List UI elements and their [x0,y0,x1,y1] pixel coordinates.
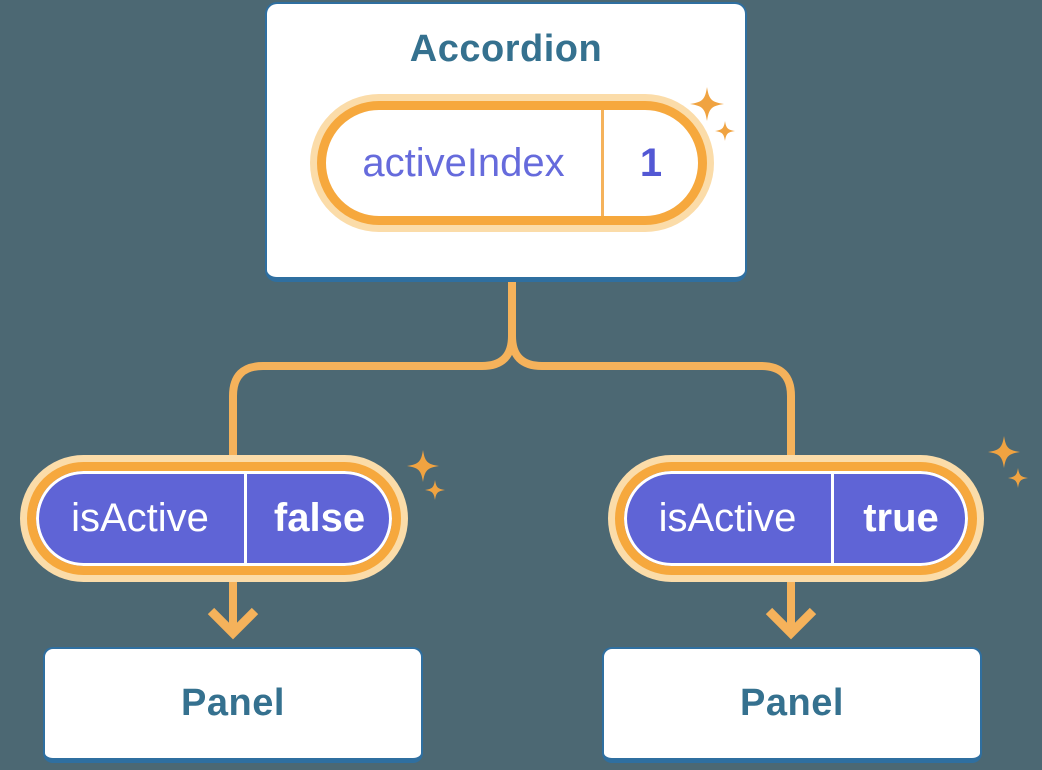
pill-divider [244,471,247,566]
active-index-state-pill: activeIndex 1 [317,101,707,225]
left-panel-box: Panel [43,647,423,763]
state-name-label: activeIndex [362,140,565,185]
pill-divider [831,471,834,566]
right-panel-box: Panel [602,647,982,763]
fork-left-wire [229,278,516,472]
pill-divider [601,110,604,216]
prop-value-label: false [273,496,366,540]
right-panel-title: Panel [740,682,844,724]
left-panel-title: Panel [181,682,285,724]
state-value-label: 1 [639,140,663,185]
right-arrow-down-icon [765,607,817,640]
left-is-active-prop-pill: isActive false [27,462,401,575]
left-arrow-down-icon [207,607,259,640]
right-is-active-prop-pill: isActive true [615,462,977,575]
prop-name-label: isActive [658,496,797,540]
prop-name-label: isActive [71,496,209,540]
accordion-title: Accordion [409,28,603,70]
prop-value-label: true [863,496,939,540]
fork-right-wire [508,278,795,472]
